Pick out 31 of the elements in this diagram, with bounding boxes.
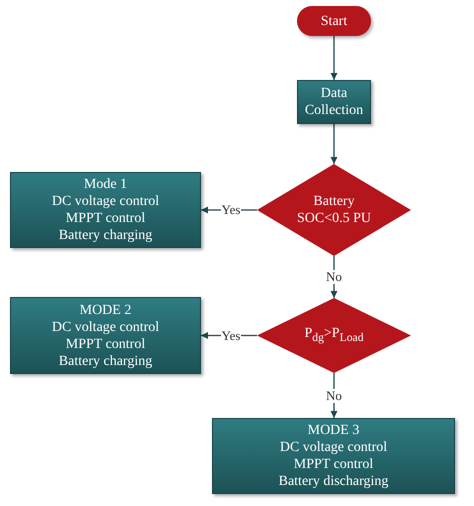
start-terminal	[297, 6, 371, 36]
decision-diamond	[257, 298, 411, 373]
node-text: MPPT control	[66, 210, 146, 227]
node-text: MPPT control	[294, 456, 374, 473]
node-text: Start	[320, 12, 348, 30]
box-heading: Mode 1	[84, 176, 128, 193]
process-box	[297, 80, 371, 124]
edge-label: No	[325, 270, 343, 284]
node-text: Data Collection	[304, 85, 364, 119]
edge-label: Yes	[220, 203, 242, 217]
arrow	[330, 124, 338, 164]
node-text: MPPT control	[66, 336, 146, 352]
arrow	[330, 36, 338, 80]
process-box	[212, 418, 455, 494]
arrow	[330, 373, 338, 418]
decision-diamond	[257, 164, 411, 256]
box-heading: MODE 3	[308, 422, 360, 439]
process-box	[10, 297, 201, 374]
edge-label: Yes	[220, 328, 242, 342]
arrow	[330, 256, 338, 298]
edge-label: No	[325, 388, 343, 402]
node-text: P$_{dg}$>P$_{Load}$	[304, 325, 364, 346]
node-text: Battery charging	[58, 227, 152, 244]
node-text: Battery charging	[58, 352, 152, 370]
node-text: Battery discharging	[278, 473, 388, 490]
node-text: DC voltage control	[280, 439, 388, 456]
node-text: Battery SOC<0.5 PU	[296, 193, 372, 227]
node-text: DC voltage control	[52, 318, 160, 336]
process-box	[10, 172, 201, 248]
box-heading: MODE 2	[80, 302, 132, 318]
node-text: DC voltage control	[52, 193, 160, 210]
